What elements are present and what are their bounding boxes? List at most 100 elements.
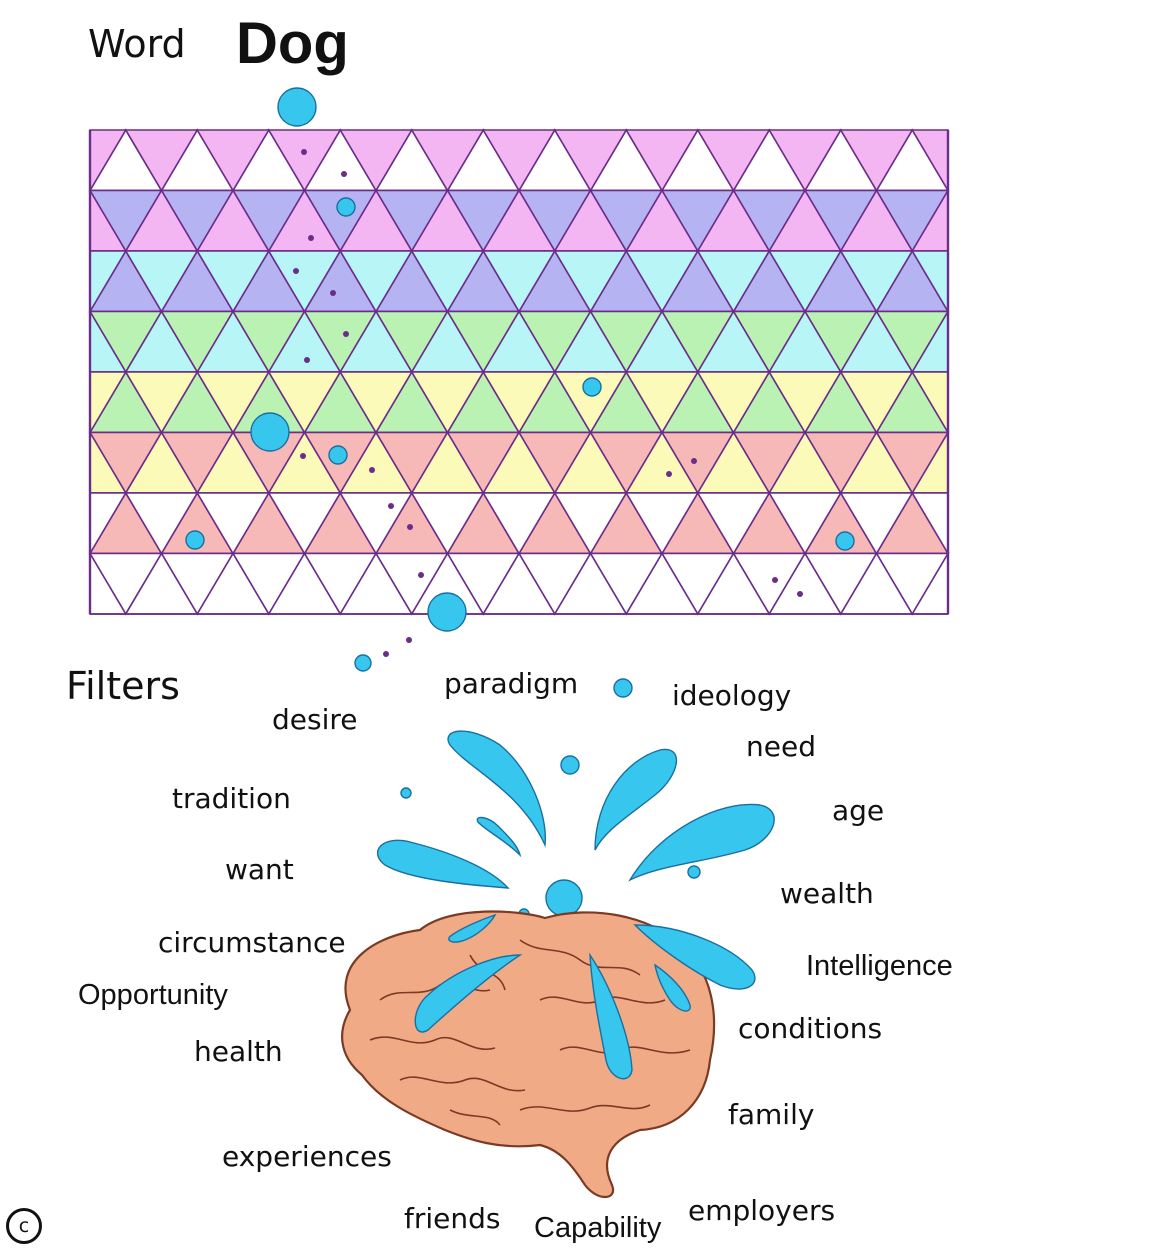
brain-fold: [369, 1036, 496, 1051]
grid-triangle: [767, 492, 843, 556]
water-droplet: [613, 678, 633, 698]
water-droplet: [336, 197, 356, 217]
brain-fold: [519, 939, 641, 976]
water-droplet: [687, 865, 701, 879]
splash-droplet: [594, 748, 677, 851]
grid-triangle: [481, 250, 557, 314]
grid-triangle: [410, 250, 485, 314]
splash-droplet: [653, 963, 691, 1012]
trail-dot: [772, 577, 778, 583]
water-droplet: [560, 755, 580, 775]
splash-droplet: [633, 924, 756, 990]
grid-triangle: [839, 371, 914, 435]
water-droplet: [582, 377, 602, 397]
grid-triangle: [410, 492, 485, 556]
filter-word: paradigm: [444, 667, 579, 700]
grid-triangle: [481, 492, 557, 556]
filter-word: family: [728, 1098, 815, 1131]
grid-triangle: [481, 371, 557, 435]
word-value: Dog: [236, 11, 349, 76]
grid-triangle: [338, 129, 414, 193]
grid-triangle: [124, 492, 199, 556]
splash-droplet: [628, 803, 775, 882]
grid-triangle: [267, 492, 342, 556]
filter-word: need: [746, 730, 816, 763]
grid-triangle: [124, 129, 199, 193]
grid-triangle: [624, 371, 700, 435]
grid-triangle: [481, 129, 557, 193]
grid-triangle: [553, 492, 628, 556]
filter-word: Opportunity: [78, 979, 228, 1011]
grid-triangle: [267, 129, 342, 193]
trail-dot: [330, 290, 336, 296]
filter-word: ideology: [672, 679, 792, 712]
trail-dot: [369, 467, 375, 473]
filter-word: desire: [272, 703, 358, 736]
water-droplet: [427, 592, 467, 632]
trail-dot: [341, 171, 347, 177]
splash-droplet: [414, 954, 523, 1033]
brain-fold: [399, 1076, 526, 1092]
trail-dot: [406, 637, 412, 643]
trail-dot: [300, 453, 306, 459]
grid-triangle: [124, 250, 199, 314]
water-droplet: [185, 530, 205, 550]
grid-triangle: [624, 492, 700, 556]
trail-dot: [308, 235, 314, 241]
filter-word: circumstance: [158, 926, 346, 959]
grid-triangle: [839, 492, 914, 556]
trail-dot: [293, 268, 299, 274]
grid-triangle: [767, 250, 843, 314]
grid-triangle: [696, 492, 771, 556]
trail-dot: [383, 651, 389, 657]
brain-fold: [519, 1104, 651, 1112]
grid-triangle: [839, 129, 914, 193]
filter-word: wealth: [780, 877, 874, 910]
grid-triangle: [267, 371, 342, 435]
water-droplet: [835, 531, 855, 551]
grid-triangle: [624, 129, 700, 193]
filter-word: employers: [688, 1194, 836, 1227]
grid-triangle: [195, 371, 271, 435]
splash-droplet: [377, 839, 510, 889]
grid-triangle: [195, 250, 271, 314]
trail-dot: [691, 458, 697, 464]
copyright-icon: c: [6, 1208, 42, 1244]
grid-triangle: [696, 371, 771, 435]
grid-triangle: [410, 371, 485, 435]
trail-dot: [388, 503, 394, 509]
grid-triangle: [624, 250, 700, 314]
grid-triangle: [195, 492, 271, 556]
grid-triangle: [338, 250, 414, 314]
water-droplet: [250, 412, 290, 452]
grid-triangle: [696, 250, 771, 314]
brain-fold: [449, 1109, 501, 1126]
word-label: Word: [88, 22, 186, 66]
grid-triangle: [553, 250, 628, 314]
grid-triangle: [553, 371, 628, 435]
filter-word: age: [832, 794, 885, 827]
filter-word: want: [225, 853, 294, 886]
brain-icon: [341, 910, 716, 1199]
filters-heading: Filters: [66, 664, 180, 708]
filter-word: health: [194, 1035, 283, 1068]
water-droplet: [545, 879, 583, 917]
splash-droplet: [448, 913, 497, 943]
filter-word: tradition: [172, 782, 291, 815]
grid-triangle: [338, 492, 414, 556]
trail-dot: [301, 149, 307, 155]
grid-triangle: [124, 371, 199, 435]
grid-triangle: [267, 250, 342, 314]
water-droplet: [354, 654, 372, 672]
filter-word: experiences: [222, 1140, 392, 1173]
trail-dot: [418, 572, 424, 578]
splash-droplet: [589, 952, 633, 1080]
grid-triangle: [696, 129, 771, 193]
grid-triangle: [839, 250, 914, 314]
trail-dot: [407, 524, 413, 530]
trail-dot: [343, 331, 349, 337]
grid-triangle: [195, 129, 271, 193]
water-droplet: [277, 87, 317, 127]
water-droplet: [400, 787, 412, 799]
